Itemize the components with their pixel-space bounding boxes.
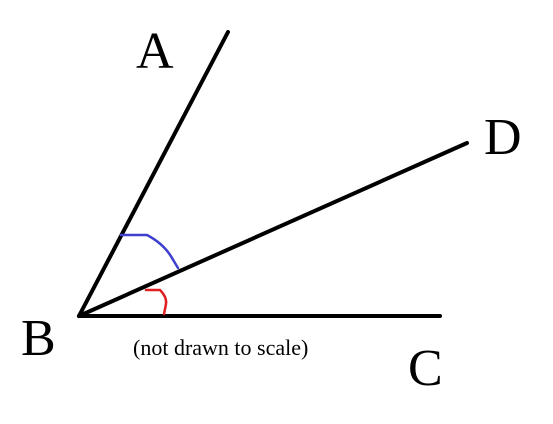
label-c: C	[408, 340, 443, 397]
ray-bd	[77, 141, 469, 318]
ray-ba	[77, 30, 230, 318]
label-d: D	[484, 109, 522, 166]
label-b: B	[21, 310, 56, 367]
not-to-scale-note: (not drawn to scale)	[133, 335, 308, 360]
angle-abd-arc	[119, 233, 180, 270]
label-a: A	[136, 23, 174, 80]
angle-dbc-arc	[144, 288, 168, 316]
